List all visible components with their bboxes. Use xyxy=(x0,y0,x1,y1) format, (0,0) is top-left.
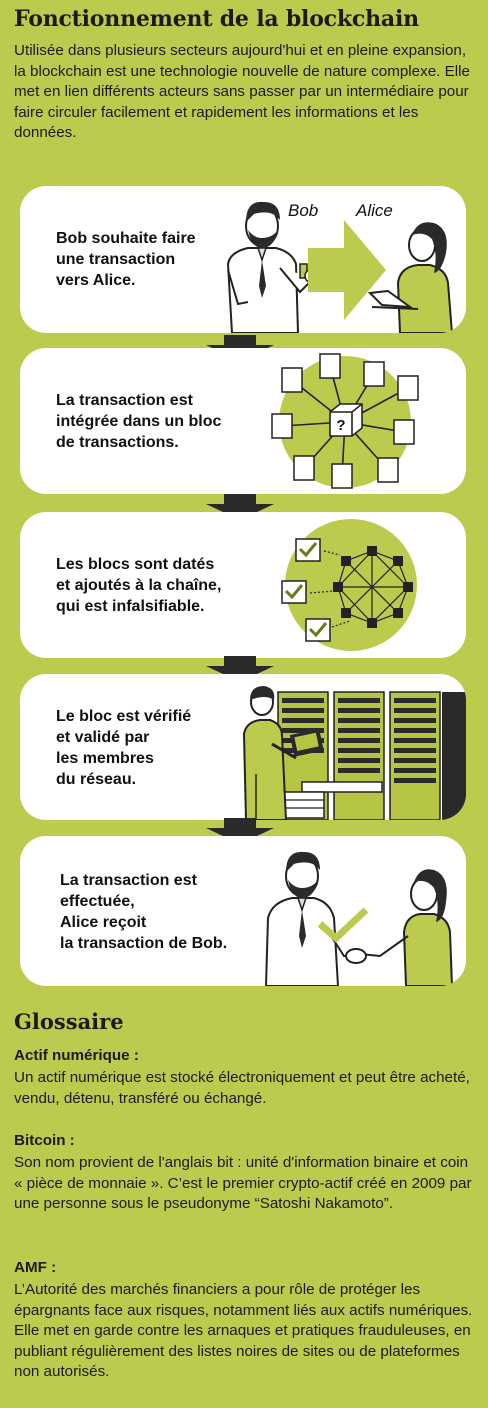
intro-paragraph: Utilisée dans plusieurs secteurs aujourd… xyxy=(14,42,470,141)
glossary-title: Glossaire xyxy=(14,1009,124,1034)
down-arrow-icon xyxy=(206,656,274,682)
glossary-definition-bitcoin: Son nom provient de l'anglais bit : unit… xyxy=(14,1154,472,1212)
alice-label: Alice xyxy=(356,201,393,220)
step-card-1: Bob souhaite faire une transaction vers … xyxy=(20,186,466,333)
step-card-3: Les blocs sont datés et ajoutés à la cha… xyxy=(20,512,466,658)
step-card-2: La transaction est intégrée dans un bloc… xyxy=(20,348,466,494)
down-arrow-icon xyxy=(206,818,274,844)
handshake-icon xyxy=(264,851,454,986)
glossary-term-actif: Actif numérique : xyxy=(14,1047,139,1064)
chain-network-icon xyxy=(281,519,417,651)
transaction-block-network-icon: ? xyxy=(271,353,419,489)
step-card-4: Le bloc est vérifié et validé par les me… xyxy=(20,674,466,820)
glossary-definition-actif: Un actif numérique est stocké électroniq… xyxy=(14,1069,470,1107)
transfer-arrow-icon xyxy=(308,220,386,320)
step-5-text: La transaction est effectuée, Alice reço… xyxy=(60,872,228,952)
checkmark-icon xyxy=(318,907,368,943)
step-2-text: La transaction est intégrée dans un bloc… xyxy=(56,392,222,451)
down-arrow-icon xyxy=(206,494,274,520)
step-3-text: Les blocs sont datés et ajoutés à la cha… xyxy=(56,556,222,615)
step-1-text: Bob souhaite faire une transaction vers … xyxy=(56,230,196,289)
server-technician-icon xyxy=(242,686,466,820)
glossary-term-amf: AMF : xyxy=(14,1259,57,1276)
bob-label: Bob xyxy=(288,201,319,220)
glossary-definition-amf: L’Autorité des marchés financiers a pour… xyxy=(14,1281,473,1380)
block-symbol: ? xyxy=(336,417,345,434)
step-4-text: Le bloc est vérifié et validé par les me… xyxy=(56,708,192,788)
page-title: Fonctionnement de la blockchain xyxy=(14,6,419,32)
woman-alice-icon xyxy=(367,222,454,333)
step-card-5: La transaction est effectuée, Alice reço… xyxy=(20,836,466,986)
glossary-term-bitcoin: Bitcoin : xyxy=(14,1132,75,1149)
